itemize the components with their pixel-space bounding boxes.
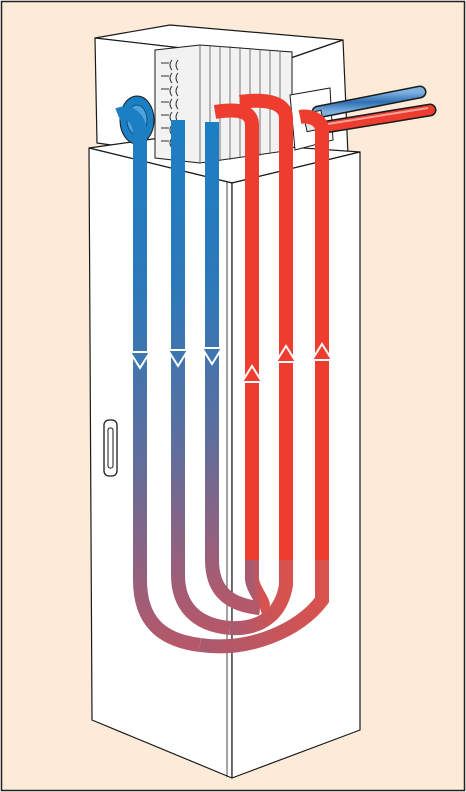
door-handle-icon: [104, 420, 117, 476]
